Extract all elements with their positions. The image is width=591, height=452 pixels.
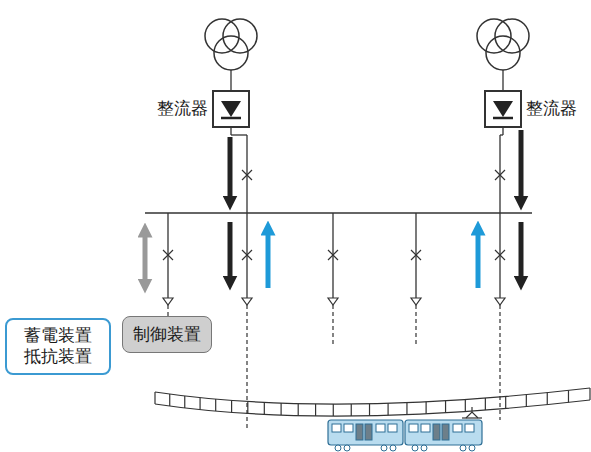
rectifier-symbol [486, 92, 520, 126]
control-device-box: 制御装置 [122, 316, 212, 353]
power-flow-arrows [145, 130, 521, 288]
node-label: 制御装置 [133, 324, 201, 345]
feeder-triangles [163, 298, 505, 305]
rectifier-box: 整流器 [484, 90, 522, 128]
rectifier-symbol [214, 92, 248, 126]
rectifier-box: 整流器 [212, 90, 250, 128]
wires [145, 70, 532, 298]
storage-resistor-box: 蓄電装置 抵抗装置 [5, 318, 111, 375]
breaker-marks [163, 170, 505, 260]
train [328, 407, 482, 451]
node-label: 蓄電装置 抵抗装置 [15, 325, 101, 368]
transformer-symbol [205, 19, 529, 70]
railway-track [155, 388, 590, 416]
node-label: 整流器 [526, 98, 577, 119]
node-label: 整流器 [157, 98, 208, 119]
